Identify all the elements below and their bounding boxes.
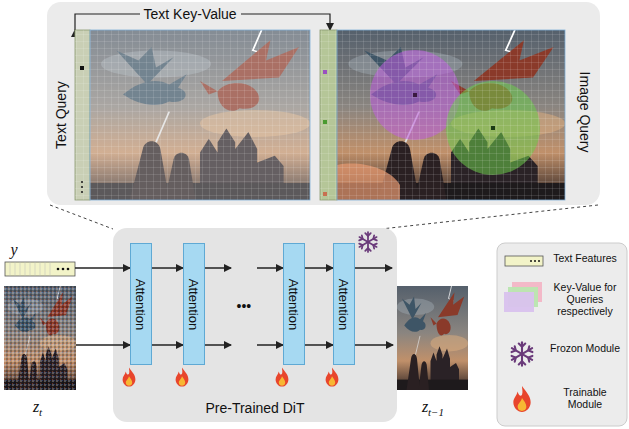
trainable-icons-part <box>276 367 289 386</box>
box-title: Pre-Trained DiT <box>113 400 397 416</box>
zoom-lines-part <box>50 205 113 229</box>
noisy-input-image-part <box>4 286 76 390</box>
flow-arrows-part <box>76 344 130 346</box>
frozen-icon-part <box>359 232 377 252</box>
flow-arrows-part <box>205 267 231 269</box>
legend-panel-part <box>534 260 536 262</box>
text-query-map-part <box>80 66 84 70</box>
text-query-map-part <box>81 181 83 183</box>
header-label: Text Key-Value <box>140 6 241 22</box>
legend-panel-part <box>530 260 532 262</box>
legend-panel-part <box>512 342 533 365</box>
legend-panel-part <box>497 243 627 426</box>
image-query-map-part <box>320 30 565 200</box>
text-feature-bar-part <box>62 268 65 271</box>
axis-label: Image Query <box>576 72 592 153</box>
text-feature-bar-part <box>67 268 70 271</box>
attention-block: Attention <box>130 243 152 365</box>
flow-arrows <box>75 268 393 345</box>
block-label: Attention <box>187 278 202 329</box>
text-query-map-part <box>75 30 310 200</box>
image-query-map-part <box>491 126 495 130</box>
image-query-map-part <box>323 120 327 124</box>
image-query-map-part <box>323 70 327 74</box>
attention-block: Attention <box>333 243 355 365</box>
text-feature-bar-part <box>10 262 50 276</box>
zoom-lines <box>50 205 598 229</box>
text-query-map-part <box>90 30 310 200</box>
attention-block: Attention <box>283 243 305 365</box>
flow-arrows-part <box>205 344 231 346</box>
output-image <box>393 286 468 390</box>
subscript: t <box>39 406 42 419</box>
variable-label: y <box>11 241 18 259</box>
block-label: Attention <box>287 278 302 329</box>
subscript: t−1 <box>428 406 444 419</box>
flow-arrows-part <box>257 344 283 346</box>
trainable-icons <box>123 367 339 386</box>
attention-panel <box>47 2 600 205</box>
block-label: Attention <box>337 278 352 329</box>
attention-panel-part <box>47 2 600 205</box>
flow-arrows-part <box>257 267 283 269</box>
image-query-map <box>320 30 565 200</box>
attention-block: Attention <box>183 243 205 365</box>
flow-arrows-part <box>355 344 393 346</box>
text-query-map-part <box>81 186 83 188</box>
text-feature-bar <box>5 262 75 276</box>
image-query-map-part <box>413 93 417 97</box>
ellipsis: ••• <box>237 298 252 314</box>
frozen-icon <box>359 232 377 252</box>
trainable-icons-part <box>176 367 189 386</box>
noisy-input-image-part <box>4 286 76 390</box>
flow-arrow <box>152 344 183 346</box>
legend-panel-part <box>504 292 534 312</box>
text-query-map <box>75 30 310 200</box>
legend-text: Frozon Module <box>546 342 624 354</box>
legend-text: Text Features <box>548 252 622 264</box>
variable-label: z <box>422 398 428 416</box>
flow-arrows-part <box>355 267 392 269</box>
image-query-map-part <box>323 192 327 196</box>
zoom-lines-part <box>381 205 598 229</box>
legend-panel-part <box>505 256 543 266</box>
flow-arrows-part <box>75 267 130 269</box>
model-box: Pre-Trained DiT Attention Attention Attenti… <box>113 228 397 422</box>
image-query-map-part <box>337 30 565 200</box>
block-label: Attention <box>134 278 149 329</box>
text-feature-bar-part <box>57 268 60 271</box>
legend-text: Trainable Module <box>546 386 624 410</box>
axis-label: Text Query <box>53 81 69 149</box>
output-image-part <box>393 286 468 390</box>
noisy-input-image <box>4 286 76 390</box>
variable-label: z <box>33 398 39 416</box>
text-query-map-part <box>81 191 83 193</box>
flow-arrow <box>305 267 333 269</box>
legend-panel <box>497 243 627 426</box>
flow-arrow <box>152 267 183 269</box>
legend-text: Key-Value for Queries respectively <box>546 281 624 317</box>
trainable-icons-part <box>123 367 136 386</box>
legend-panel-part <box>538 260 540 262</box>
legend-panel-part <box>513 386 530 412</box>
trainable-icons-part <box>326 367 339 386</box>
flow-arrow <box>305 344 333 346</box>
text-feature-bar-part <box>5 262 75 276</box>
